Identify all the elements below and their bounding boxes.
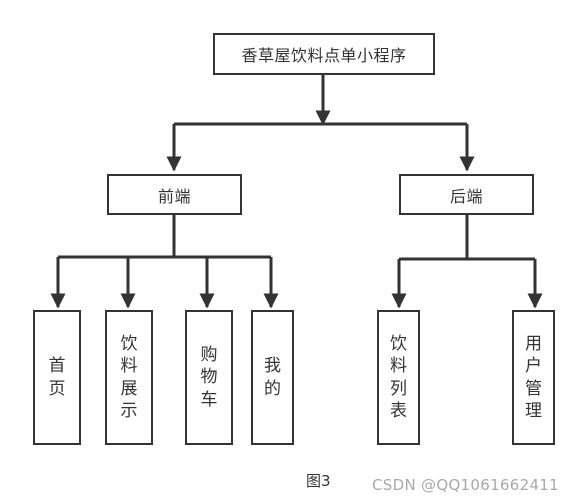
user-management-node: 用户管理 xyxy=(512,310,555,445)
figure-caption: 图3 xyxy=(306,472,331,490)
drinks-list-node-label: 饮料列表 xyxy=(390,333,407,421)
root-node: 香草屋饮料点单小程序 xyxy=(213,33,435,75)
cart-node: 购物车 xyxy=(185,310,233,445)
frontend-node-label: 前端 xyxy=(157,186,191,206)
root-node-label: 香草屋饮料点单小程序 xyxy=(241,46,407,65)
home-node: 首页 xyxy=(33,310,81,445)
home-node-label: 首页 xyxy=(48,356,66,399)
watermark-text: CSDN @QQ1061662411 xyxy=(372,476,559,494)
drinks-display-node-label: 饮料展示 xyxy=(120,333,138,421)
drinks-display-node: 饮料展示 xyxy=(105,310,153,445)
drinks-list-node: 饮料列表 xyxy=(377,310,420,445)
user-management-node-label: 用户管理 xyxy=(525,333,542,421)
frontend-node: 前端 xyxy=(107,174,242,215)
backend-node: 后端 xyxy=(399,174,534,215)
cart-node-label: 购物车 xyxy=(200,344,218,410)
mine-node: 我的 xyxy=(251,310,294,445)
backend-node-label: 后端 xyxy=(449,186,483,206)
mine-node-label: 我的 xyxy=(264,356,281,399)
